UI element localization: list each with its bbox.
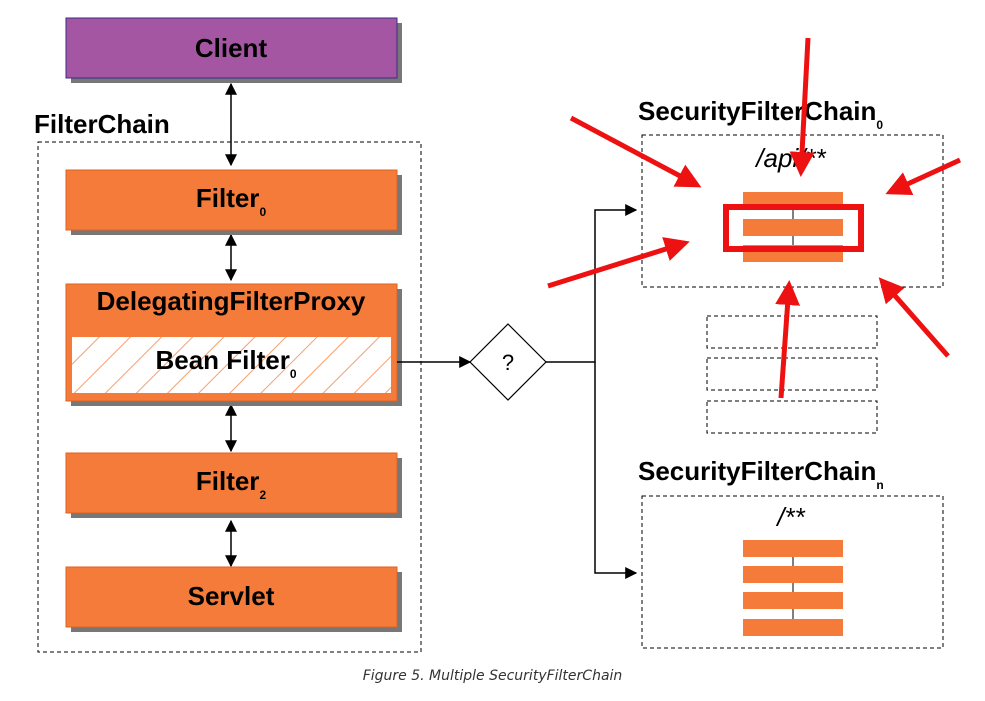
chainN-pattern: /** <box>775 502 805 532</box>
decision-label: ? <box>502 350 514 375</box>
filter2-node: Filter2 <box>65 452 402 518</box>
client-node: Client <box>65 17 402 83</box>
chain0-pattern: /api/** <box>754 143 826 173</box>
branch-to-chainN <box>594 362 638 579</box>
bean-filter0-subscript: 0 <box>290 367 297 381</box>
chainN-filter <box>743 619 843 636</box>
client-label: Client <box>195 33 268 63</box>
red-callout-arrows <box>547 37 962 399</box>
bean-filter0-label: Bean Filter <box>155 345 289 375</box>
chainN-title: SecurityFilterChain <box>638 456 876 486</box>
red-arrow <box>878 277 950 358</box>
delegating-filter-proxy-label: DelegatingFilterProxy <box>97 286 366 316</box>
red-arrow <box>775 280 801 399</box>
intermediate-chain-placeholder <box>706 400 878 434</box>
figure-caption: Figure 5. Multiple SecurityFilterChain <box>362 668 623 684</box>
filter0-subscript: 0 <box>259 205 266 219</box>
filter0-node: Filter0 <box>65 169 402 235</box>
red-arrow <box>547 237 690 289</box>
filter0-label: Filter <box>196 183 260 213</box>
chainN-filter <box>743 592 843 609</box>
red-arrow <box>885 157 962 196</box>
servlet-node: Servlet <box>65 566 402 632</box>
filter2-subscript: 2 <box>259 488 266 502</box>
red-arrow <box>569 115 702 188</box>
svg-text:Filter2: Filter2 <box>196 466 267 502</box>
svg-text:Filter0: Filter0 <box>196 183 267 219</box>
red-arrow <box>789 37 815 177</box>
svg-text:SecurityFilterChainn: SecurityFilterChainn <box>638 456 884 492</box>
intermediate-chain-placeholder <box>706 357 878 391</box>
chainN-filters <box>743 540 843 636</box>
chainN-container <box>641 495 944 649</box>
filter2-label: Filter <box>196 466 260 496</box>
chain0-title: SecurityFilterChain <box>638 96 876 126</box>
intermediate-chain-placeholder <box>706 315 878 349</box>
chain0-filter <box>743 219 843 236</box>
chainN-filter <box>743 566 843 583</box>
svg-text:Bean Filter0: Bean Filter0 <box>155 345 296 381</box>
chainN-filter <box>743 540 843 557</box>
filterchain-title: FilterChain <box>34 109 170 139</box>
chainN-subscript: n <box>876 478 883 492</box>
branch-to-chain0 <box>546 204 638 363</box>
svg-text:SecurityFilterChain0: SecurityFilterChain0 <box>638 96 883 132</box>
highlight-box <box>723 204 864 252</box>
bean-filter0-box <box>70 335 393 395</box>
decision-diamond: ? <box>469 323 547 401</box>
servlet-label: Servlet <box>188 581 275 611</box>
chain0-subscript: 0 <box>876 118 883 132</box>
delegating-filter-proxy-node: DelegatingFilterProxy Bean Filter0 <box>65 283 402 406</box>
